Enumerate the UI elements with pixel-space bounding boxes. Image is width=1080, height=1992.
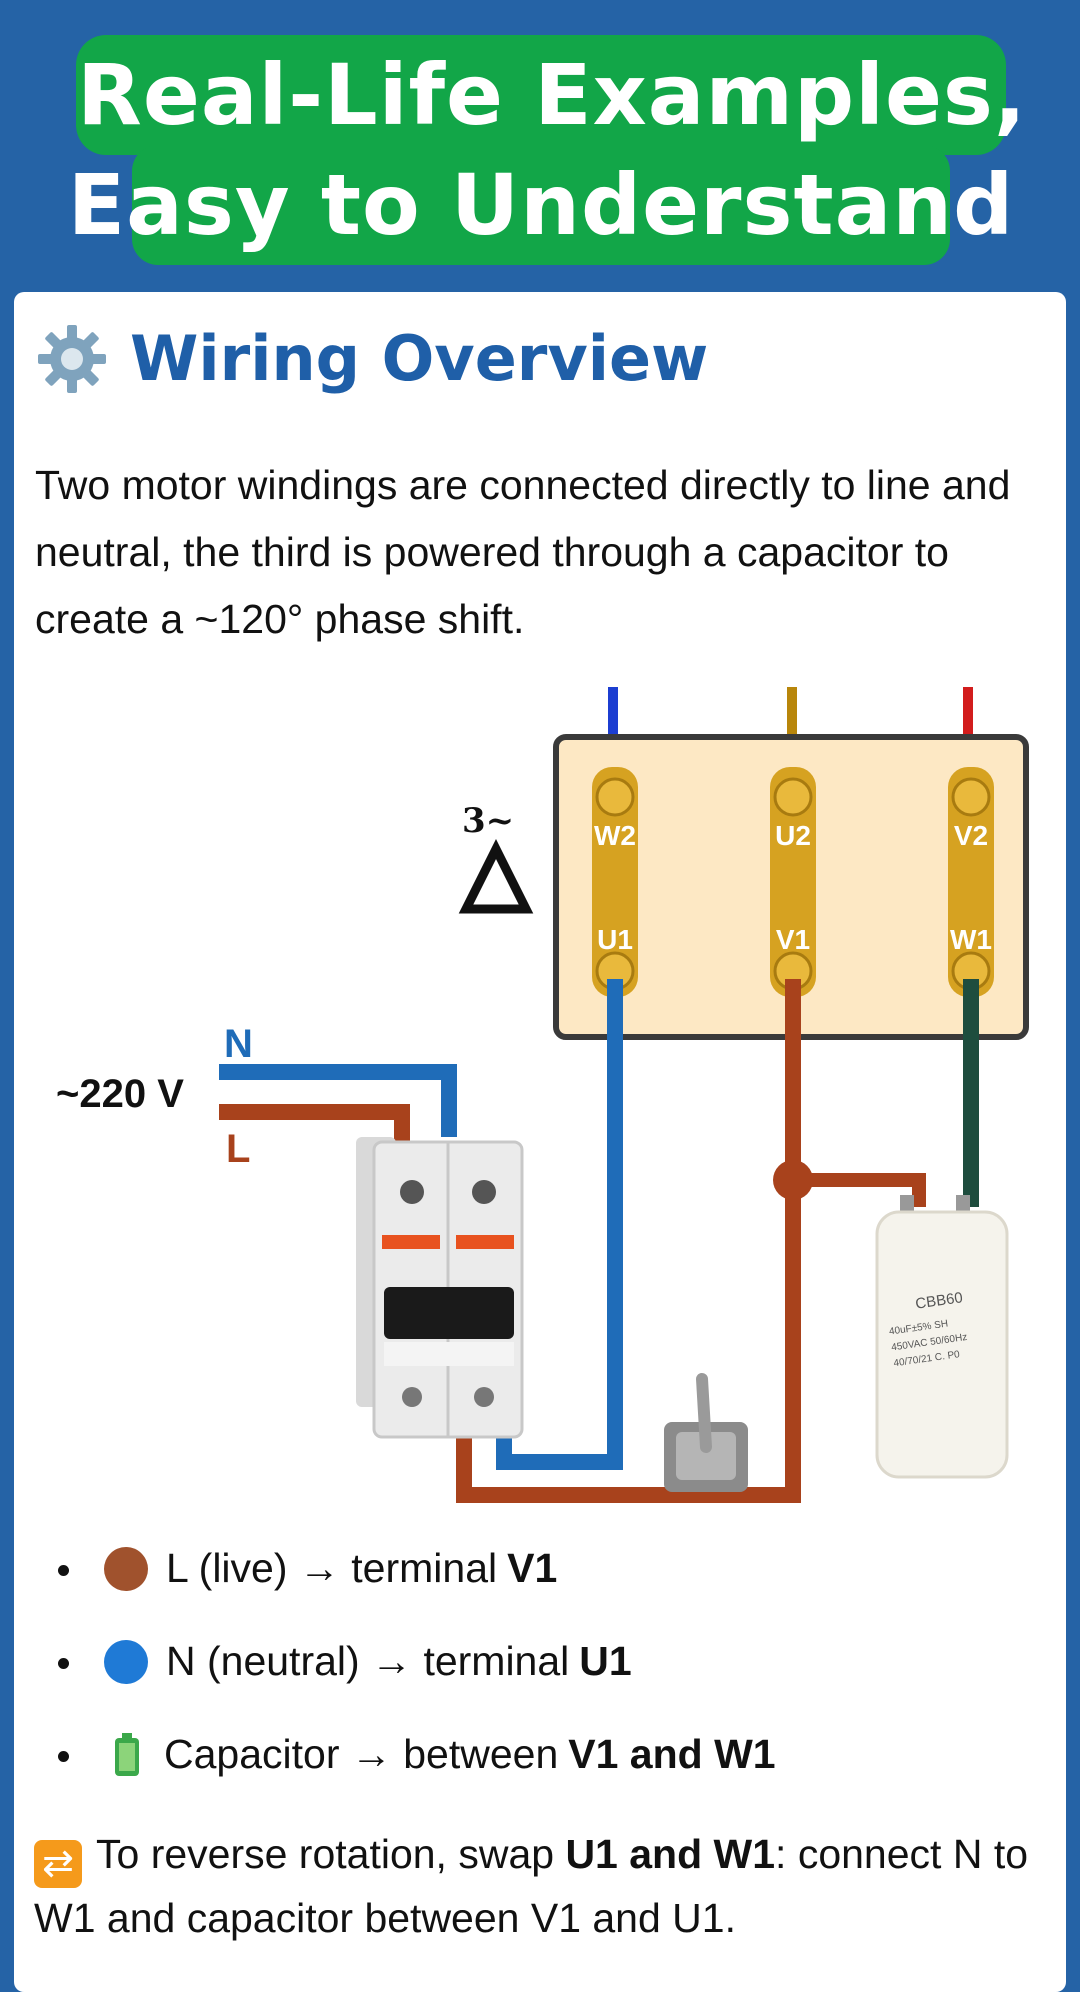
delta-symbol bbox=[458, 838, 534, 914]
bullet-bold: U1 bbox=[579, 1638, 632, 1684]
blue-circle-icon bbox=[104, 1639, 148, 1684]
terminal-strip-2 bbox=[770, 767, 816, 997]
intro-paragraph: Two motor windings are connected directl… bbox=[35, 462, 1011, 642]
terminal-label-U1: U1 bbox=[597, 924, 633, 955]
capacitor: CBB60 40uF±5% SH 450VAC 50/60Hz 40/70/21… bbox=[875, 1195, 1009, 1479]
brown-circle-icon bbox=[104, 1546, 148, 1591]
neutral-label: N bbox=[224, 1022, 253, 1066]
wiring-bullet-list: L (live) → terminal V1 N (neutral) → ter… bbox=[54, 1522, 1054, 1801]
banner-line-1: Real-Life Examples, bbox=[76, 35, 1026, 155]
reverse-rotation-note: ⇄To reverse rotation, swap U1 and W1: co… bbox=[34, 1824, 1054, 1948]
terminal-label-V2: V2 bbox=[954, 820, 988, 851]
terminal-label-V1: V1 bbox=[776, 924, 810, 955]
section-heading: Wiring Overview bbox=[36, 322, 708, 395]
repeat-icon: ⇄ bbox=[34, 1840, 82, 1888]
terminal-label-U2: U2 bbox=[775, 820, 811, 851]
reverse-text: To reverse rotation, swap bbox=[96, 1831, 566, 1877]
header-banner: Real-Life Examples, Easy to Understand bbox=[0, 0, 1080, 300]
bullet-bold: V1 and W1 bbox=[568, 1731, 776, 1777]
terminal-strip-1 bbox=[592, 767, 638, 997]
banner-line-2: Easy to Understand bbox=[68, 145, 1013, 265]
bullet-bold: V1 bbox=[507, 1545, 558, 1591]
list-item: L (live) → terminal V1 bbox=[54, 1522, 1054, 1615]
banner-title-line-1: Real-Life Examples, bbox=[77, 46, 1027, 144]
gear-icon bbox=[38, 324, 106, 393]
wiring-diagram: W2 U2 V2 U1 V1 W1 3~ N L ~220 V bbox=[56, 687, 1029, 1503]
list-item: N (neutral) → terminal U1 bbox=[54, 1615, 1054, 1708]
circuit-breaker bbox=[356, 1137, 524, 1439]
live-label: L bbox=[226, 1127, 250, 1171]
bullet-text: L (live) → terminal bbox=[166, 1545, 498, 1591]
list-item: Capacitor → between V1 and W1 bbox=[54, 1708, 1054, 1801]
reverse-bold: U1 and W1 bbox=[565, 1831, 776, 1877]
bullet-text: N (neutral) → terminal bbox=[166, 1638, 570, 1684]
bullet-text: Capacitor → between bbox=[164, 1731, 559, 1777]
capacitor-label-1: CBB60 bbox=[914, 1289, 963, 1312]
voltage-label: ~220 V bbox=[56, 1072, 184, 1116]
content-card: Wiring Overview Two motor windings are c… bbox=[14, 292, 1066, 1992]
terminal-label-W2: W2 bbox=[594, 820, 636, 851]
terminal-label-W1: W1 bbox=[950, 924, 992, 955]
section-title: Wiring Overview bbox=[130, 322, 709, 395]
banner-title-line-2: Easy to Understand bbox=[67, 156, 1015, 254]
three-phase-symbol: 3~ bbox=[462, 801, 514, 841]
battery-icon bbox=[115, 1732, 139, 1776]
toggle-switch bbox=[664, 1373, 748, 1492]
terminal-strip-3 bbox=[948, 767, 994, 997]
